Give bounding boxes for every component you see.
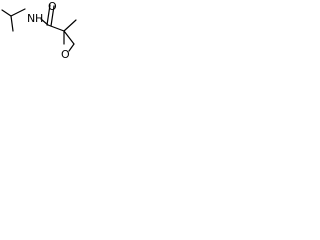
isopropyl-lower-methyl-bond	[10, 15, 14, 32]
carbonyl-to-quaternary-carbon-bond	[47, 24, 65, 32]
carbonyl-oxygen-label: O	[48, 0, 57, 13]
epoxide-carbon-carbon-bond	[63, 30, 75, 45]
isopropyl-ch-to-nitrogen-bond	[10, 8, 26, 17]
chemical-structure-drawing: N H O O	[1, 0, 77, 61]
nitrogen-label: N	[27, 12, 35, 25]
hydrogen-label: H	[35, 12, 43, 25]
epoxide-carbon-oxygen-bond-right	[68, 43, 75, 52]
carbonyl-double-bond-b	[50, 5, 55, 27]
carbonyl-double-bond-a	[46, 4, 51, 26]
bonds	[1, 4, 77, 52]
epoxide-oxygen-label: O	[61, 48, 70, 61]
isopropyl-left-methyl-bond	[1, 9, 12, 17]
atom-labels: N H O O	[27, 0, 70, 61]
methyl-bond	[63, 19, 77, 32]
